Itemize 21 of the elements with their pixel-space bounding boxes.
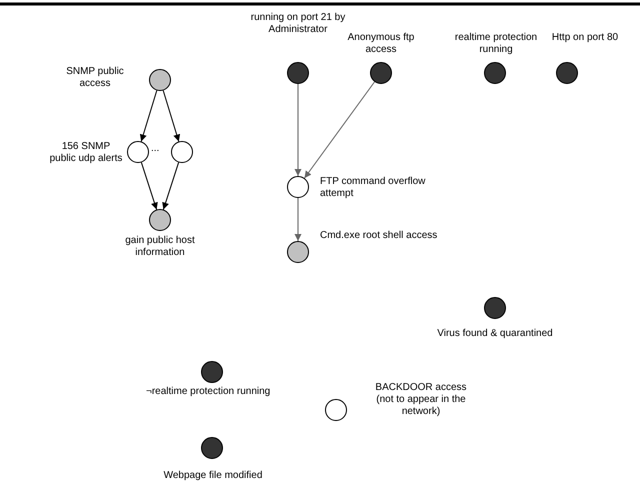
- arrow: [140, 162, 158, 210]
- arrow: [162, 162, 180, 210]
- arrow: [162, 90, 180, 142]
- state-label: SNMP public access: [65, 66, 125, 90]
- arrow: [294, 198, 302, 242]
- state-label: Anonymous ftp access: [346, 32, 416, 56]
- state-label: BACKDOOR access (not to appear in the network): [374, 382, 468, 418]
- state-label: Cmd.exe root shell access: [320, 230, 438, 242]
- arrow: [140, 90, 158, 142]
- state-label: realtime protection running: [454, 32, 538, 56]
- state-label: Webpage file modified: [162, 470, 264, 482]
- state-label: FTP command overflow attempt: [320, 176, 426, 200]
- ellipsis-label: ...: [151, 143, 160, 155]
- state-label: Http on port 80: [550, 32, 620, 44]
- state-label: Virus found & quarantined: [436, 328, 554, 340]
- state-label: 156 SNMP public udp alerts: [48, 141, 124, 165]
- state-label: ¬realtime protection running: [146, 386, 272, 398]
- arrow: [304, 81, 376, 179]
- arrow: [294, 84, 302, 176]
- state-label: gain public host information: [124, 235, 196, 259]
- state-label: running on port 21 by Administrator: [250, 12, 346, 36]
